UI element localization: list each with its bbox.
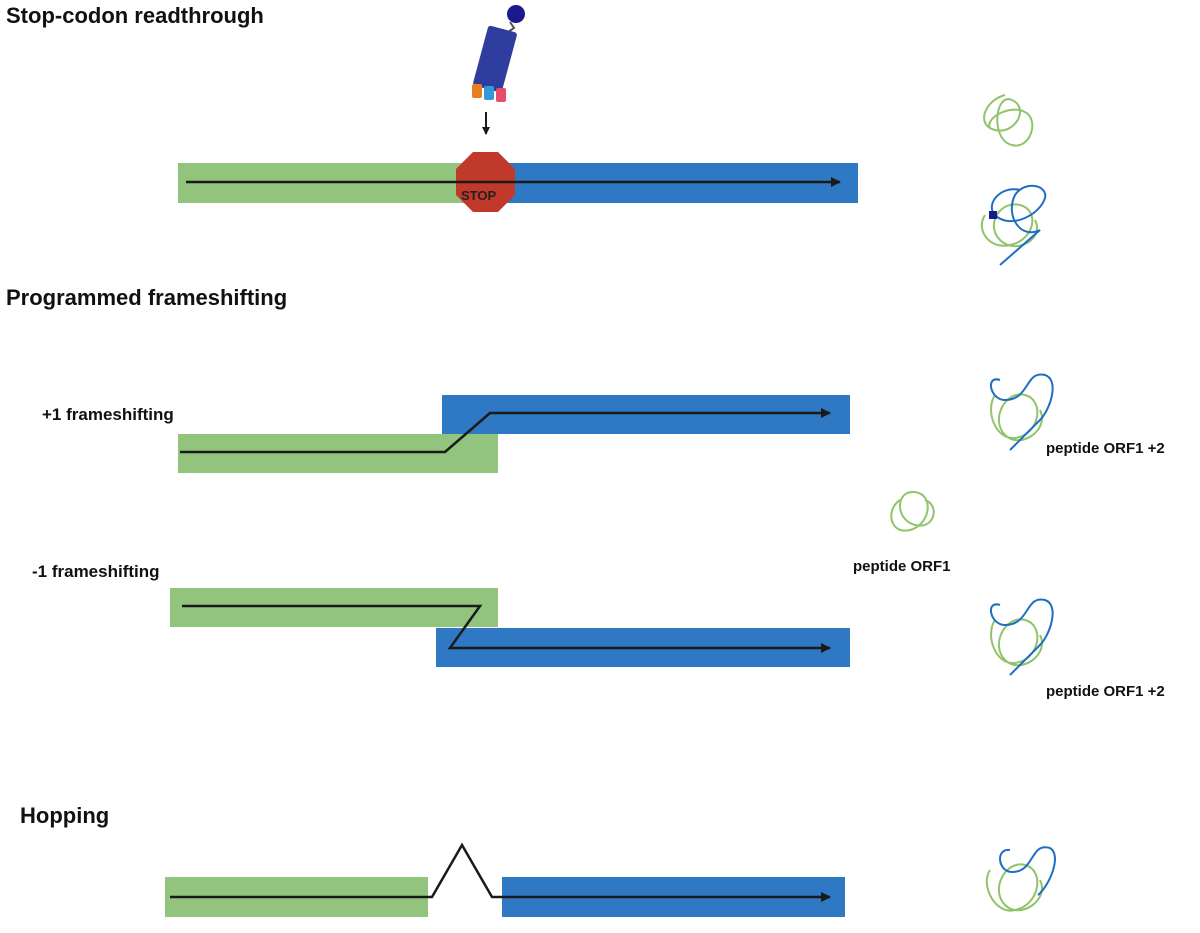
peptide-icon: [990, 598, 1054, 676]
frameshifting-title: Programmed frameshifting: [6, 285, 288, 310]
peptide-label-orf1: peptide ORF1: [853, 558, 951, 575]
peptide-icon: [985, 846, 1056, 912]
minus1-label: -1 frameshifting: [32, 562, 160, 581]
translation-arrow: [180, 408, 831, 454]
stop-sign-icon: [456, 152, 515, 212]
plus1-label: +1 frameshifting: [42, 405, 174, 424]
orf2-bar: [442, 395, 850, 434]
hopping-title: Hopping: [20, 803, 110, 828]
trna-icon: [472, 5, 525, 102]
peptide-icon: [990, 373, 1054, 451]
plus1-track: [178, 395, 850, 473]
peptide-icon: [890, 490, 935, 532]
stop-sign-label: STOP: [461, 188, 497, 203]
orf1-bar: [178, 434, 498, 473]
peptide-icon: [983, 94, 1034, 147]
orf1-bar: [170, 588, 498, 627]
peptide-label-minus1: peptide ORF1 +2: [1046, 683, 1165, 700]
minus1-track: [170, 588, 850, 667]
peptide-icon: [980, 184, 1047, 266]
peptide-label-plus1: peptide ORF1 +2: [1046, 440, 1165, 457]
readthrough-title: Stop-codon readthrough: [6, 3, 264, 28]
hopping-track: [165, 842, 845, 917]
translation-arrow: [182, 604, 831, 653]
readthrough-track: [178, 152, 858, 212]
translation-arrow: [170, 842, 831, 902]
